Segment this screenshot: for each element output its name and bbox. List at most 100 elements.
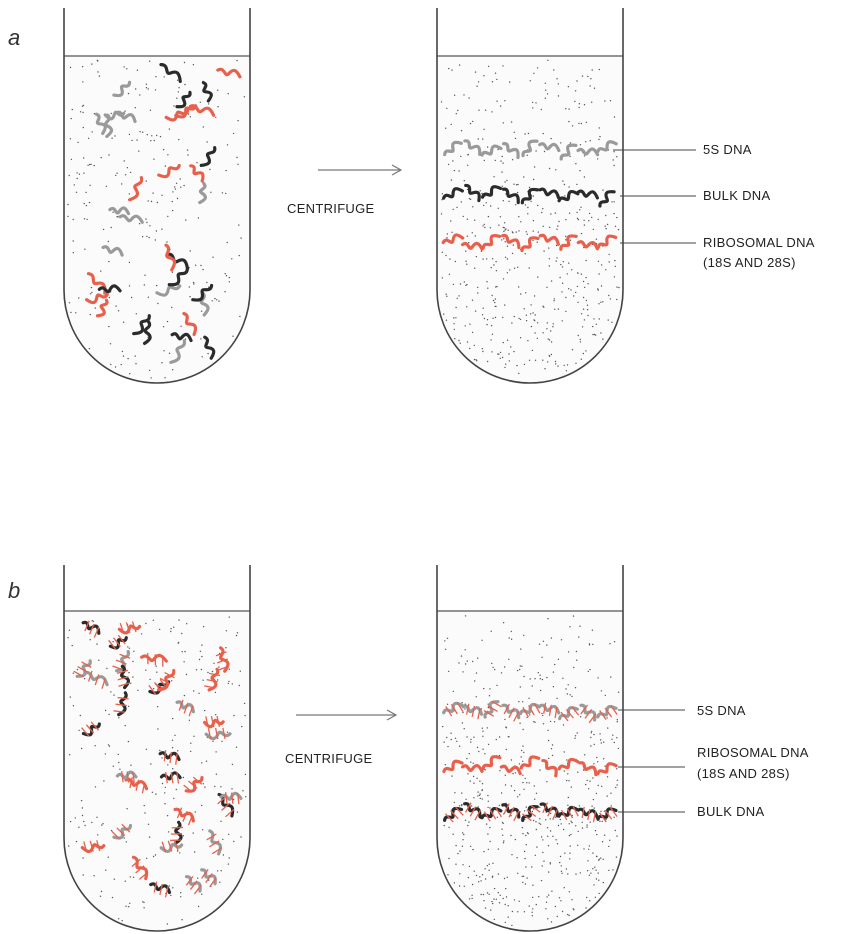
stipple-dot bbox=[193, 690, 194, 691]
stipple-dot bbox=[598, 139, 599, 140]
stipple-dot bbox=[189, 720, 190, 721]
stipple-dot bbox=[561, 291, 562, 292]
stipple-dot bbox=[568, 288, 569, 289]
stipple-dot bbox=[179, 852, 180, 853]
stipple-dot bbox=[82, 815, 83, 816]
stipple-dot bbox=[153, 856, 154, 857]
stipple-dot bbox=[150, 763, 151, 764]
stipple-dot bbox=[461, 655, 462, 656]
stipple-dot bbox=[157, 303, 158, 304]
stipple-dot bbox=[554, 664, 555, 665]
stipple-dot bbox=[578, 107, 579, 108]
stipple-dot bbox=[504, 304, 505, 305]
stipple-dot bbox=[183, 661, 184, 662]
panel-letter-b: b bbox=[8, 578, 20, 603]
stipple-dot bbox=[123, 322, 124, 323]
stipple-dot bbox=[589, 875, 590, 876]
stipple-dot bbox=[482, 798, 483, 799]
stipple-dot bbox=[608, 319, 609, 320]
stipple-dot bbox=[615, 226, 616, 227]
stipple-dot bbox=[502, 835, 503, 836]
stipple-dot bbox=[591, 732, 592, 733]
stipple-dot bbox=[484, 753, 485, 754]
stipple-dot bbox=[547, 918, 548, 919]
stipple-dot bbox=[504, 878, 505, 879]
stipple-dot bbox=[496, 101, 497, 102]
stipple-dot bbox=[202, 829, 203, 830]
stipple-dot bbox=[564, 887, 565, 888]
stipple-dot bbox=[83, 157, 84, 158]
stipple-dot bbox=[200, 102, 201, 103]
stipple-dot bbox=[532, 885, 533, 886]
stipple-dot bbox=[177, 750, 178, 751]
stipple-dot bbox=[207, 353, 208, 354]
stipple-dot bbox=[599, 893, 600, 894]
stipple-dot bbox=[111, 227, 112, 228]
stipple-dot bbox=[609, 261, 610, 262]
stipple-dot bbox=[616, 156, 617, 157]
stipple-dot bbox=[168, 831, 169, 832]
stipple-dot bbox=[198, 217, 199, 218]
band-label-text: 5S DNA bbox=[697, 703, 746, 718]
stipple-dot bbox=[535, 855, 536, 856]
stipple-dot bbox=[193, 736, 194, 737]
stipple-dot bbox=[589, 644, 590, 645]
stipple-dot bbox=[118, 717, 119, 718]
stipple-dot bbox=[517, 184, 518, 185]
stipple-dot bbox=[443, 313, 444, 314]
stipple-dot bbox=[522, 876, 523, 877]
stipple-dot bbox=[84, 678, 85, 679]
stipple-dot bbox=[233, 133, 234, 134]
stipple-dot bbox=[118, 918, 119, 919]
stipple-dot bbox=[171, 680, 172, 681]
stipple-dot bbox=[564, 365, 565, 366]
stipple-dot bbox=[547, 322, 548, 323]
stipple-dot bbox=[545, 83, 546, 84]
stipple-dot bbox=[135, 107, 136, 108]
stipple-dot bbox=[228, 681, 229, 682]
stipple-dot bbox=[616, 784, 617, 785]
stipple-dot bbox=[560, 264, 561, 265]
stipple-dot bbox=[535, 102, 536, 103]
stipple-dot bbox=[136, 313, 137, 314]
stipple-dot bbox=[513, 351, 514, 352]
stipple-dot bbox=[93, 875, 94, 876]
stipple-dot bbox=[443, 741, 444, 742]
stipple-dot bbox=[532, 908, 533, 909]
stipple-dot bbox=[598, 872, 599, 873]
stipple-dot bbox=[560, 142, 561, 143]
stipple-dot bbox=[244, 96, 245, 97]
stipple-dot bbox=[547, 618, 548, 619]
stipple-dot bbox=[100, 270, 101, 271]
stipple-dot bbox=[212, 257, 213, 258]
stipple-dot bbox=[607, 224, 608, 225]
stipple-dot bbox=[533, 230, 534, 231]
stipple-dot bbox=[245, 774, 246, 775]
stipple-dot bbox=[488, 744, 489, 745]
stipple-dot bbox=[580, 341, 581, 342]
stipple-dot bbox=[510, 835, 511, 836]
stipple-dot bbox=[226, 275, 227, 276]
stipple-dot bbox=[467, 660, 468, 661]
stipple-dot bbox=[570, 845, 571, 846]
stipple-dot bbox=[135, 363, 136, 364]
stipple-dot bbox=[239, 255, 240, 256]
stipple-dot bbox=[460, 343, 461, 344]
stipple-dot bbox=[546, 328, 547, 329]
stipple-dot bbox=[163, 149, 164, 150]
stipple-dot bbox=[89, 185, 90, 186]
stipple-dot bbox=[565, 108, 566, 109]
stipple-dot bbox=[504, 181, 505, 182]
stipple-dot bbox=[613, 213, 614, 214]
stipple-dot bbox=[178, 87, 179, 88]
stipple-dot bbox=[504, 222, 505, 223]
stipple-dot bbox=[129, 134, 130, 135]
stipple-dot bbox=[496, 286, 497, 287]
stipple-dot bbox=[616, 768, 617, 769]
stipple-dot bbox=[155, 89, 156, 90]
stipple-dot bbox=[573, 295, 574, 296]
stipple-dot bbox=[525, 835, 526, 836]
stipple-dot bbox=[589, 213, 590, 214]
stipple-dot bbox=[593, 318, 594, 319]
stipple-dot bbox=[91, 822, 92, 823]
